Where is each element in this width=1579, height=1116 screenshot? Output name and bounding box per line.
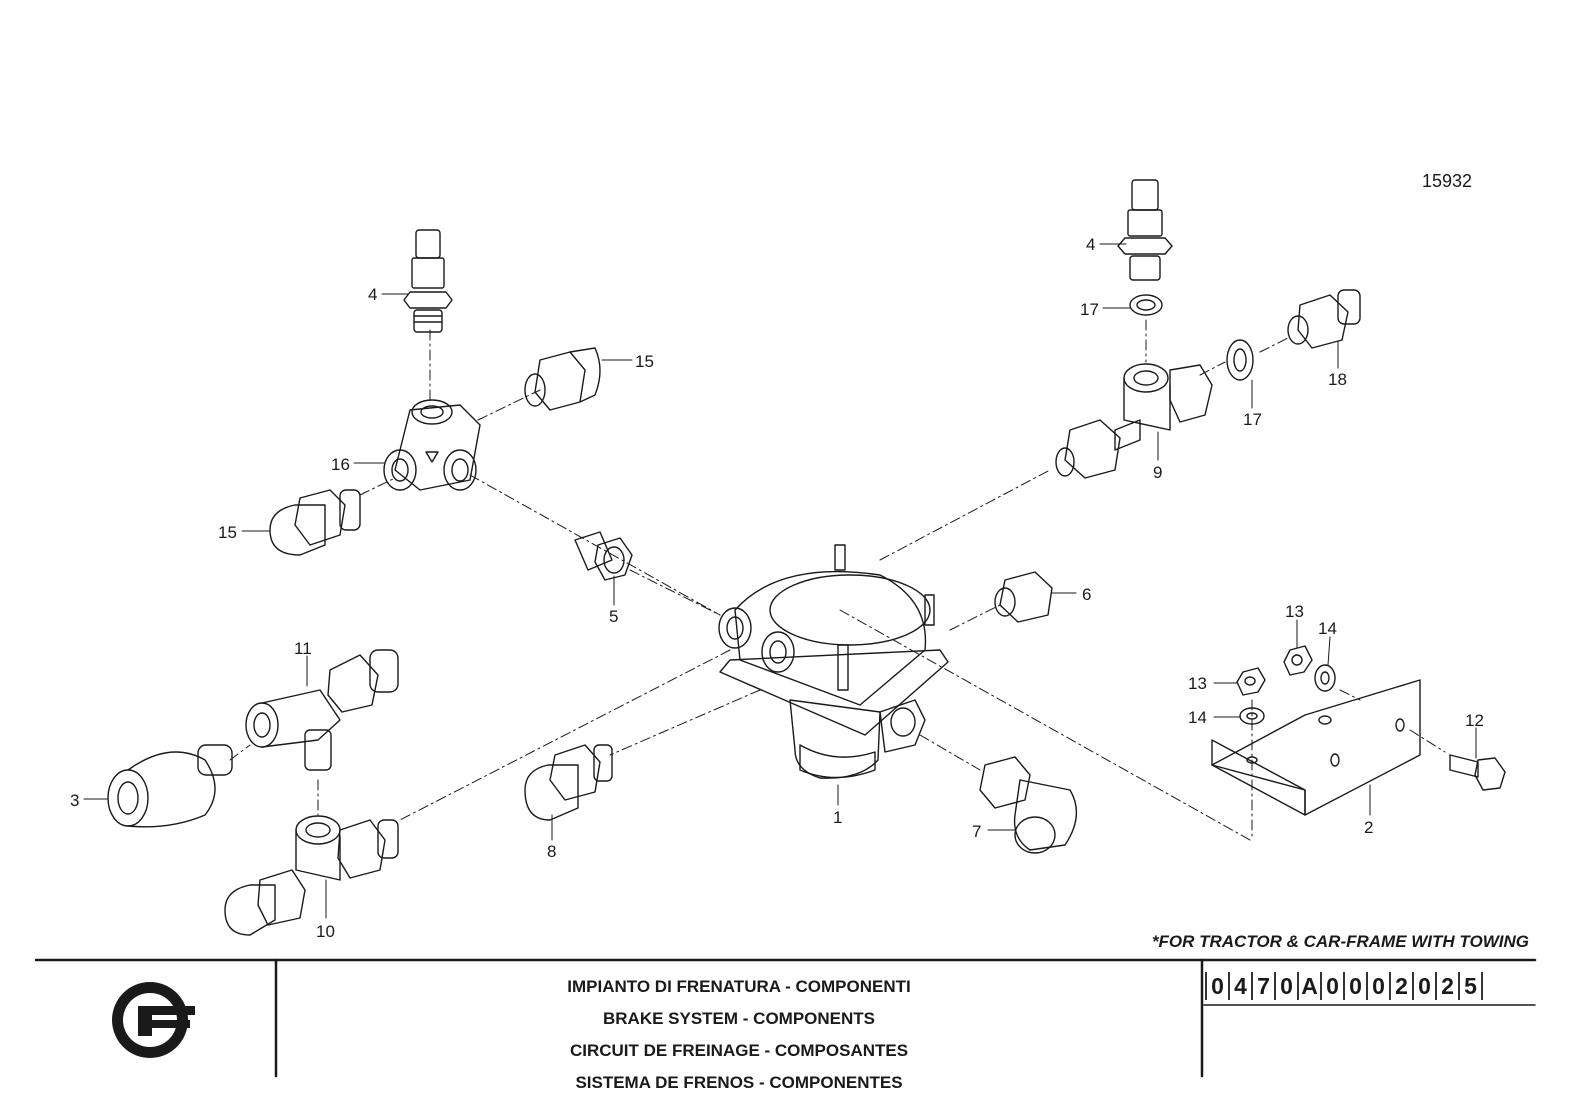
callout-17-right: 17 (1243, 410, 1262, 429)
title-english: BRAKE SYSTEM - COMPONENTS (602, 1009, 876, 1028)
code-char: 4 (1228, 972, 1251, 1000)
part-14-washer-b (1314, 664, 1336, 692)
part-4-sensor-right (1117, 179, 1173, 281)
callout-labels: 15932 4 15 16 15 4 17 18 17 9 5 6 11 3 1… (70, 171, 1484, 941)
callout-4-left: 4 (368, 285, 377, 304)
title-block-frame (34, 958, 1537, 1078)
callout-13-upper: 13 (1285, 602, 1304, 621)
callout-10: 10 (316, 922, 335, 941)
title-block-titles: IMPIANTO DI FRENATURA - COMPONENTI BRAKE… (277, 973, 1201, 1101)
callout-17-upper: 17 (1080, 300, 1099, 319)
title-italian: IMPIANTO DI FRENATURA - COMPONENTI (567, 977, 911, 996)
towing-note: *FOR TRACTOR & CAR-FRAME WITH TOWING (1151, 932, 1529, 951)
part-12-bolt (1449, 754, 1506, 791)
code-char: 0 (1366, 972, 1389, 1000)
part-15-plug-lower (269, 489, 361, 556)
part-4-sensor-left (403, 229, 453, 333)
center-lines (229, 319, 1446, 841)
leader-lines (83, 243, 1477, 919)
callout-5: 5 (609, 607, 618, 626)
part-6-plug (994, 571, 1053, 623)
callout-1: 1 (833, 808, 842, 827)
part-14-washer-a (1239, 707, 1265, 725)
part-9-tee-fitting (1055, 363, 1213, 479)
title-french: CIRCUIT DE FREINAGE - COMPOSANTES (569, 1041, 909, 1060)
part-18-adapter (1287, 289, 1361, 349)
part-13-nut-a (1236, 667, 1266, 696)
code-char: A (1297, 972, 1320, 1000)
figure-number: 15932 (1422, 171, 1472, 191)
part-1-valve-body (718, 544, 949, 779)
part-3-coupling (107, 744, 233, 828)
part-11-tee-fitting (245, 649, 399, 771)
code-char: 0 (1274, 972, 1297, 1000)
part-13-nut-b (1283, 645, 1313, 676)
callout-8: 8 (547, 842, 556, 861)
callout-13-lower: 13 (1188, 674, 1207, 693)
code-char: 0 (1343, 972, 1366, 1000)
code-char: 0 (1412, 972, 1435, 1000)
callout-9: 9 (1153, 463, 1162, 482)
callout-14-upper: 14 (1318, 619, 1337, 638)
callout-2: 2 (1364, 818, 1373, 837)
callout-14-lower: 14 (1188, 708, 1207, 727)
part-15-plug-upper (524, 347, 601, 411)
part-17-washer-right (1226, 339, 1254, 381)
part-16-cross-fitting (383, 399, 481, 491)
callout-12: 12 (1465, 711, 1484, 730)
part-5-nipple (574, 531, 633, 581)
code-char: 2 (1435, 972, 1458, 1000)
callout-11: 11 (294, 639, 312, 658)
part-10-tee-fitting (224, 815, 399, 936)
callout-16: 16 (331, 455, 350, 474)
callout-3: 3 (70, 791, 79, 810)
drawing-code: 0 4 7 0 A 0 0 0 2 0 2 5 (1205, 972, 1483, 1000)
callout-15-upper: 15 (635, 352, 654, 371)
part-2-bracket (1211, 679, 1421, 816)
title-spanish: SISTEMA DE FRENOS - COMPONENTES (575, 1073, 903, 1092)
code-char: 7 (1251, 972, 1274, 1000)
part-7-elbow (979, 756, 1078, 854)
callout-15-lower: 15 (218, 523, 237, 542)
callout-4-right: 4 (1086, 235, 1095, 254)
code-char: 0 (1320, 972, 1343, 1000)
code-char: 2 (1389, 972, 1412, 1000)
brand-logo-icon (112, 982, 195, 1058)
part-17-washer-upper (1129, 294, 1163, 316)
code-char: 5 (1458, 972, 1483, 1000)
callout-6: 6 (1082, 585, 1091, 604)
code-char: 0 (1205, 972, 1228, 1000)
part-8-plug (524, 744, 613, 821)
callout-7: 7 (972, 822, 981, 841)
callout-18: 18 (1328, 370, 1347, 389)
